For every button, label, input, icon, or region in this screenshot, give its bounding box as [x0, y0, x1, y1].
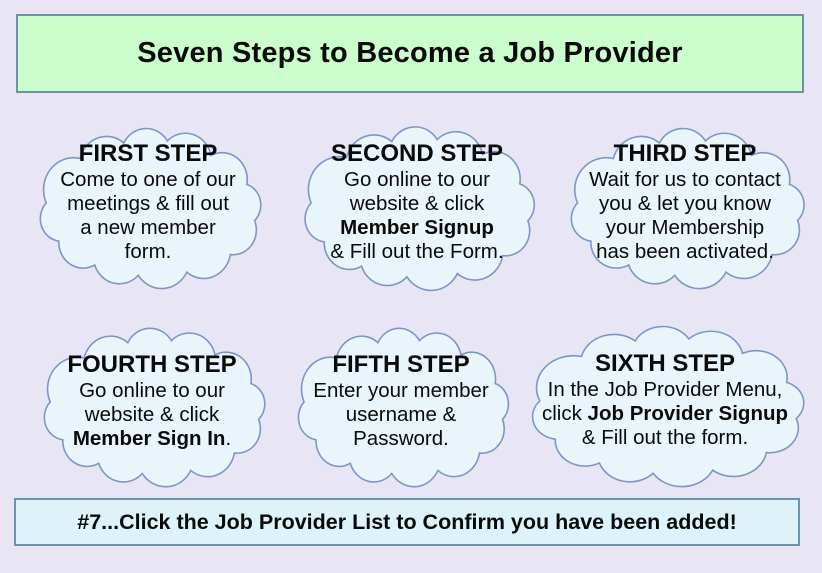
- page-title: Seven Steps to Become a Job Provider: [137, 37, 683, 69]
- cloud-step-3-title: THIRD STEP: [613, 140, 757, 168]
- cloud-step-3-text: THIRD STEP Wait for us to contact you & …: [552, 112, 818, 298]
- cloud-step-2: SECOND STEP Go online to our website & c…: [286, 110, 548, 300]
- cloud-step-3-body: Wait for us to contact you & let you kno…: [589, 167, 781, 263]
- cloud-step-6-text: SIXTH STEP In the Job Provider Menu, cli…: [510, 310, 820, 496]
- header-box: Seven Steps to Become a Job Provider: [16, 14, 804, 93]
- footer-banner: #7...Click the Job Provider List to Conf…: [14, 498, 800, 546]
- cloud-step-1-title: FIRST STEP: [78, 140, 218, 168]
- cloud-step-4-title: FOURTH STEP: [67, 351, 237, 379]
- cloud-step-5-text: FIFTH STEP Enter your member username & …: [281, 312, 521, 496]
- cloud-step-2-title: SECOND STEP: [330, 140, 504, 168]
- footer-step-7-text: #7...Click the Job Provider List to Conf…: [77, 509, 737, 534]
- cloud-step-2-body: Go online to our website & click Member …: [330, 167, 504, 263]
- cloud-step-4-text: FOURTH STEP Go online to our website & c…: [26, 312, 278, 496]
- cloud-step-1-body: Come to one of our meetings & fill out a…: [60, 167, 236, 263]
- cloud-step-2-text: SECOND STEP Go online to our website & c…: [286, 110, 548, 300]
- cloud-step-4-body: Go online to our website & click Member …: [72, 378, 232, 450]
- cloud-step-1-text: FIRST STEP Come to one of our meetings &…: [22, 112, 274, 298]
- cloud-step-6-body: In the Job Provider Menu, click Job Prov…: [541, 377, 789, 449]
- cloud-step-4: FOURTH STEP Go online to our website & c…: [26, 312, 278, 496]
- cloud-step-5-title: FIFTH STEP: [332, 351, 470, 379]
- cloud-step-3: THIRD STEP Wait for us to contact you & …: [552, 112, 818, 298]
- cloud-step-5-body: Enter your member username & Password.: [313, 378, 489, 450]
- cloud-step-1: FIRST STEP Come to one of our meetings &…: [22, 112, 274, 298]
- cloud-step-5: FIFTH STEP Enter your member username & …: [281, 312, 521, 496]
- cloud-step-6: SIXTH STEP In the Job Provider Menu, cli…: [510, 310, 820, 496]
- cloud-step-6-title: SIXTH STEP: [594, 350, 736, 378]
